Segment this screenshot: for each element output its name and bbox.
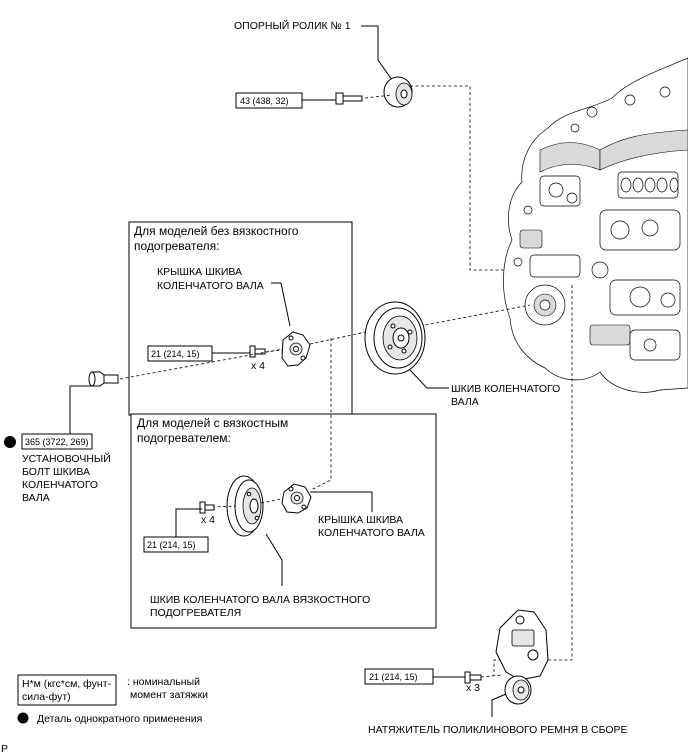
box-with-heater: Для моделей с вязкостным подогревателем:… bbox=[130, 338, 437, 629]
idler-pulley-callout: ОПОРНЫЙ РОЛИК № 1 bbox=[234, 19, 393, 81]
set-bolt-torque: 365 (3722, 269) bbox=[21, 433, 93, 450]
set-bolt-torque-value: 365 (3722, 269) bbox=[25, 437, 89, 447]
cover-bottom-torque: 21 (214, 15) bbox=[147, 540, 196, 550]
box-without-heater: Для моделей без вязкостного подогревател… bbox=[128, 221, 353, 416]
cover-bottom-label-2: КОЛЕНЧАТОГО ВАЛА bbox=[318, 527, 425, 539]
set-bolt bbox=[88, 371, 119, 387]
cover-plate-bottom bbox=[281, 483, 312, 514]
box-without-heater-title-2: подогревателя: bbox=[134, 239, 219, 253]
cover-top-label-1: КРЫШКА ШКИВА bbox=[157, 266, 242, 278]
viscous-heater-pulley bbox=[226, 475, 264, 537]
crankshaft-pulley bbox=[364, 301, 426, 375]
cover-plate-top bbox=[281, 331, 311, 367]
legend: Н*м (кгс*см, фунт- сила-фут) : номинальн… bbox=[17, 674, 208, 725]
legend-torque-unit-1: Н*м (кгс*см, фунт- bbox=[22, 678, 112, 690]
non-reusable-legend-mark bbox=[17, 712, 29, 724]
legend-torque-unit-2: сила-фут) bbox=[22, 691, 71, 703]
idler-bolt bbox=[335, 92, 363, 105]
idler-torque-value: 43 (438, 32) bbox=[240, 96, 289, 106]
tensioner-qty: x 3 bbox=[466, 682, 480, 694]
viscous-pulley-label-1: ШКИВ КОЛЕНЧАТОГО ВАЛА ВЯЗКОСТНОГО bbox=[150, 594, 370, 606]
set-bolt-label-1: УСТАНОВОЧНЫЙ bbox=[22, 452, 111, 465]
engine-crank-hub bbox=[524, 284, 566, 326]
legend-torque-desc-1: : номинальный bbox=[127, 676, 200, 688]
cover-top-label-2: КОЛЕНЧАТОГО ВАЛА bbox=[157, 280, 264, 292]
cover-bottom-label-1: КРЫШКА ШКИВА bbox=[318, 514, 403, 526]
crankshaft-pulley-label-1: ШКИВ КОЛЕНЧАТОГО bbox=[451, 383, 560, 395]
set-bolt-label-2: БОЛТ ШКИВА bbox=[22, 466, 90, 478]
set-bolt-label-4: ВАЛА bbox=[22, 492, 50, 504]
crankshaft-pulley-label-2: ВАЛА bbox=[451, 396, 479, 408]
non-reusable-mark-bolt bbox=[4, 436, 16, 448]
set-bolt-label-3: КОЛЕНЧАТОГО bbox=[22, 479, 98, 491]
tensioner-torque: 21 (214, 15) bbox=[364, 668, 465, 685]
box-with-heater-title-1: Для моделей с вязкостным bbox=[137, 416, 288, 430]
cover-bolt-top bbox=[249, 345, 266, 358]
engine-block bbox=[503, 57, 688, 393]
cover-bolt-bottom bbox=[199, 501, 215, 514]
idler-pulley-label: ОПОРНЫЙ РОЛИК № 1 bbox=[234, 19, 351, 32]
box-without-heater-title-1: Для моделей без вязкостного bbox=[134, 224, 299, 238]
cover-top-qty: x 4 bbox=[251, 360, 265, 372]
tensioner-bolt bbox=[464, 671, 482, 684]
legend-non-reusable: Деталь однократного применения bbox=[37, 713, 202, 725]
cover-top-torque: 21 (214, 15) bbox=[151, 349, 200, 359]
legend-torque-desc-2: момент затяжки bbox=[130, 689, 208, 701]
tensioner-torque-value: 21 (214, 15) bbox=[369, 672, 418, 682]
box-with-heater-title-2: подогревателем: bbox=[137, 431, 231, 445]
engine-details bbox=[513, 86, 681, 361]
cover-bottom-qty: x 4 bbox=[201, 514, 215, 526]
crankshaft-pulley-callout: ШКИВ КОЛЕНЧАТОГО ВАЛА bbox=[409, 369, 560, 408]
tensioner-label: НАТЯЖИТЕЛЬ ПОЛИКЛИНОВОГО РЕМНЯ В СБОРЕ bbox=[368, 724, 628, 736]
viscous-pulley-label-2: ПОДОГРЕВАТЕЛЯ bbox=[150, 607, 241, 619]
idler-torque: 43 (438, 32) bbox=[235, 92, 336, 109]
engine-cam-covers bbox=[539, 171, 679, 207]
idler-pulley bbox=[383, 76, 413, 108]
belt-tensioner bbox=[495, 609, 549, 705]
corner-mark: P bbox=[1, 743, 8, 755]
